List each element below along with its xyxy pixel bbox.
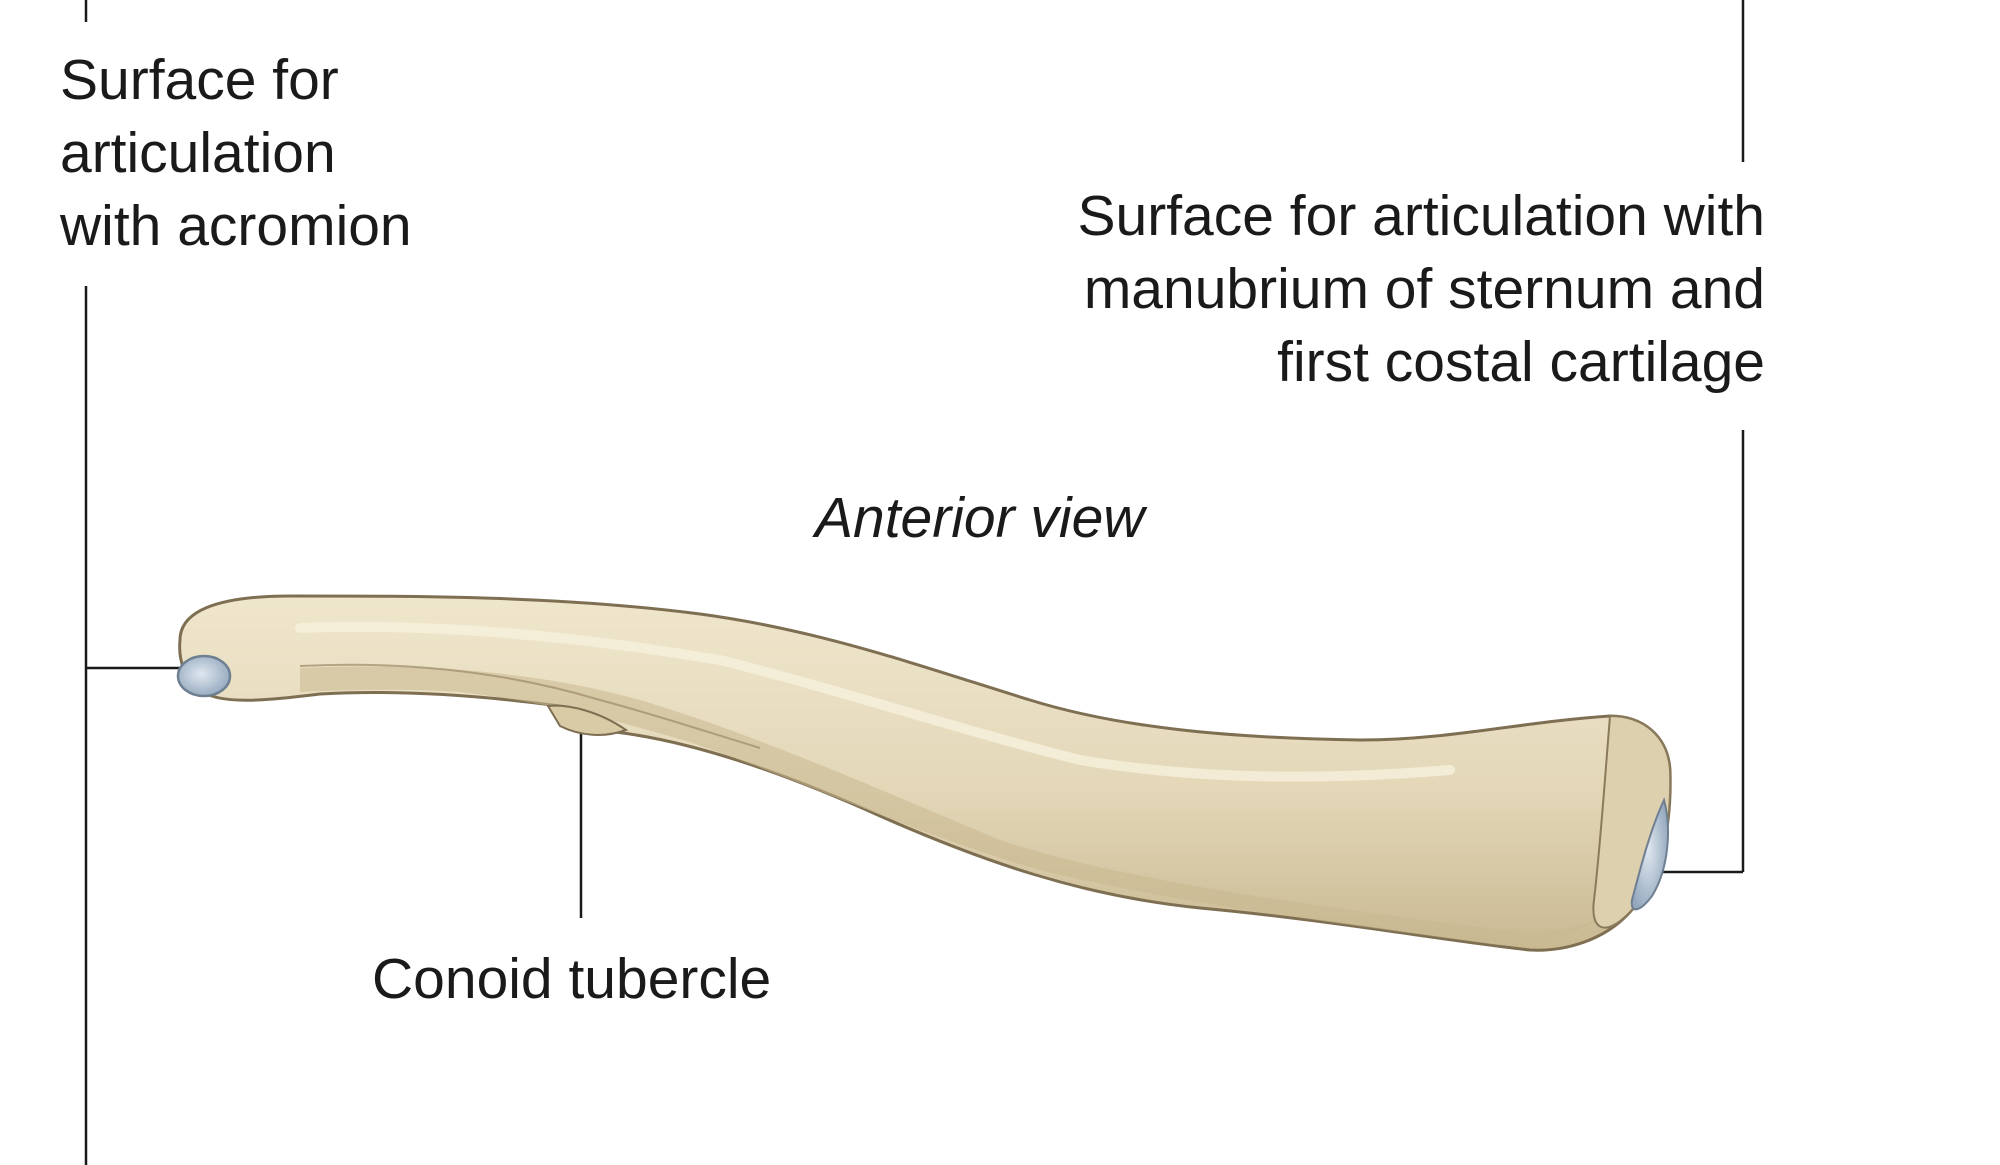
bone-highlight [295, 621, 1455, 782]
view-caption: Anterior view [815, 486, 1145, 550]
acromion-label-line-3: with acromion [60, 194, 412, 258]
conoid-tubercle-label: Conoid tubercle [372, 947, 772, 1011]
conoid-tubercle [546, 704, 629, 736]
sternum-label-line-2: manubrium of sternum and [1083, 257, 1765, 321]
bone-ridge [299, 663, 761, 749]
sternum-label-line-3: first costal cartilage [1277, 330, 1765, 394]
sternal-cartilage [1630, 797, 1669, 911]
sternum-label-line-1: Surface for articulation with [1077, 184, 1765, 248]
acromial-cartilage [176, 654, 232, 698]
sternum-surface-label: Surface for articulation with manubrium … [1078, 180, 1765, 399]
leader-lines [84, 0, 1745, 1165]
acromion-label-line-1: Surface for [60, 48, 339, 112]
acromion-surface-label: Surface for articulation with acromion [60, 44, 412, 263]
acromion-label-line-2: articulation [60, 121, 336, 185]
clavicle-bone [176, 594, 1672, 952]
